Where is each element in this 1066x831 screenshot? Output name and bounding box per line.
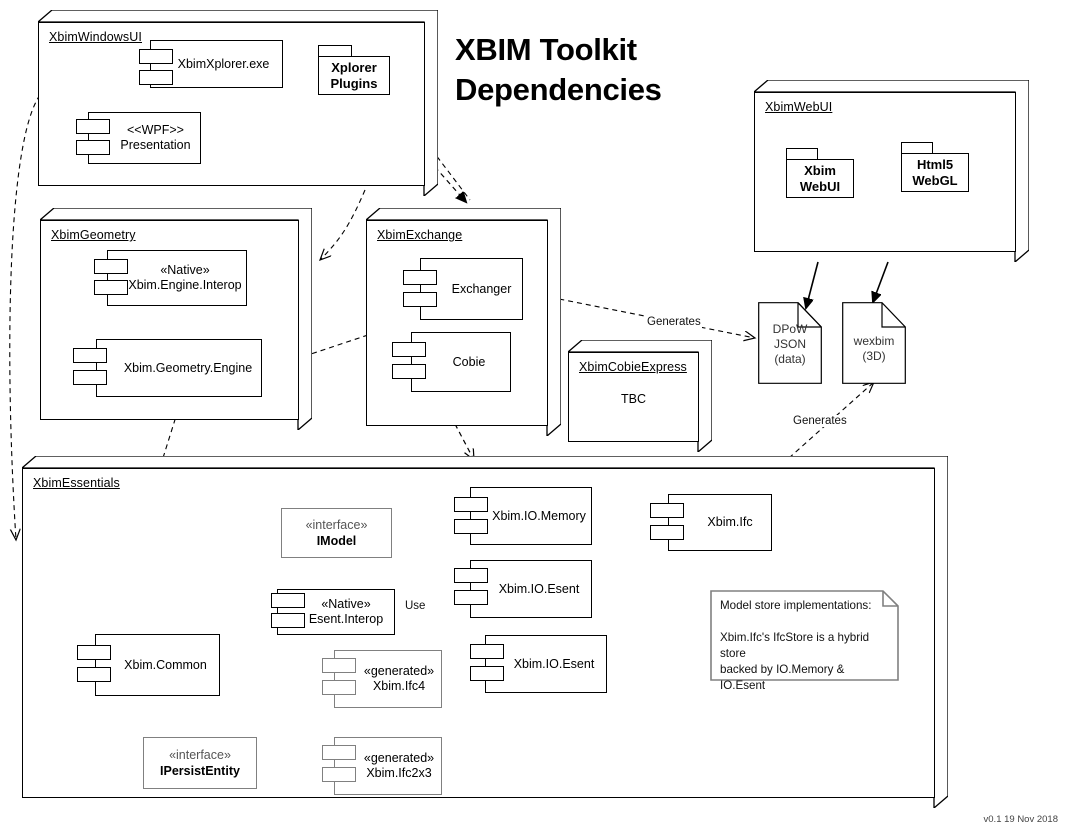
component-plug-icon	[454, 568, 488, 583]
component-label-io-esent: Xbim.IO.Esent	[498, 581, 580, 596]
component-plug-icon	[94, 259, 128, 274]
folder-label-line1: Xbim	[804, 162, 836, 178]
document-wexbim[interactable]: wexbim (3D)	[842, 302, 906, 384]
document-shape	[758, 302, 822, 384]
component-label-xbim-ifc: Xbim.Ifc	[707, 515, 753, 529]
interface-imodel[interactable]: «interface» IModel	[281, 508, 392, 558]
document-label-line1: wexbim	[853, 334, 895, 348]
component-xbim-engine-interop[interactable]: «Native» Xbim.Engine.Interop	[107, 250, 247, 306]
package-label-xbimgeometry: XbimGeometry	[51, 228, 136, 242]
component-plug-icon	[403, 292, 437, 307]
component-xbim-io-memory[interactable]: Xbim.IO.Memory	[470, 487, 592, 545]
component-label-xbim-common: Xbim.Common	[124, 657, 207, 672]
interface-name-ipersistentity: IPersistEntity	[160, 764, 240, 778]
cobieexpress-placeholder-text: TBC	[621, 392, 646, 406]
folder-label-line2: WebGL	[912, 172, 958, 188]
package-label-xbimcobieexpress: XbimCobieExpress	[579, 360, 687, 374]
component-plug-icon	[392, 342, 426, 357]
component-plug-icon	[322, 658, 356, 673]
component-cobie[interactable]: Cobie	[411, 332, 511, 392]
edge-label-generates-wexbim: Generates	[792, 415, 848, 427]
folder-label-line1: Html5	[916, 156, 954, 172]
interface-stereotype: «interface»	[305, 518, 368, 532]
component-plug-icon	[76, 119, 110, 134]
component-xbim-io-esent[interactable]: Xbim.IO.Esent	[470, 560, 592, 618]
folder-label-line1: Xplorer	[331, 59, 377, 75]
interface-stereotype: «interface»	[169, 748, 231, 762]
component-label-exchanger: Exchanger	[451, 281, 512, 296]
title-line-1: XBIM Toolkit	[455, 32, 637, 67]
component-plug-icon	[73, 370, 107, 385]
component-plug-icon	[322, 680, 356, 695]
document-label-line1: DPoW	[772, 322, 808, 336]
component-plug-icon	[392, 364, 426, 379]
component-xbim-geometry-engine[interactable]: Xbim.Geometry.Engine	[96, 339, 262, 397]
component-plug-icon	[470, 644, 504, 659]
component-label-ifc4: Xbim.Ifc4	[372, 679, 426, 693]
folder-label-line2: Plugins	[330, 75, 378, 91]
component-plug-icon	[650, 503, 684, 518]
component-plug-icon	[454, 497, 488, 512]
component-label-geometry-engine: Xbim.Geometry.Engine	[123, 360, 253, 375]
component-plug-icon	[77, 667, 111, 682]
folder-body: Html5 WebGL	[901, 153, 969, 192]
package-label-xbimexchange: XbimExchange	[377, 228, 463, 242]
document-label-line3: (data)	[774, 352, 806, 366]
component-label-cobie: Cobie	[452, 354, 486, 369]
version-stamp: v0.1 19 Nov 2018	[983, 814, 1058, 825]
component-label-engine-interop: Xbim.Engine.Interop	[128, 278, 242, 292]
component-plug-icon	[271, 593, 305, 608]
package-xbimexchange[interactable]: XbimExchange	[366, 220, 548, 426]
package-label-xbimwebui: XbimWebUI	[765, 100, 833, 114]
note-text: Model store implementations: Xbim.Ifc's …	[720, 599, 872, 692]
component-stereotype-native: «Native»	[160, 263, 210, 277]
component-xbim-common[interactable]: Xbim.Common	[95, 634, 220, 696]
component-plug-icon	[139, 70, 173, 85]
diagram-title: XBIM Toolkit Dependencies	[455, 30, 745, 110]
folder-xbim-webui[interactable]: Xbim WebUI	[786, 148, 854, 198]
title-line-2: Dependencies	[455, 72, 662, 107]
component-plug-icon	[454, 590, 488, 605]
component-label-xbimxplorer: XbimXplorer.exe	[177, 56, 270, 71]
component-plug-icon	[73, 348, 107, 363]
component-plug-icon	[403, 270, 437, 285]
folder-body: Xbim WebUI	[786, 159, 854, 198]
package-label-xbimessentials: XbimEssentials	[33, 476, 120, 490]
note-model-store: Model store implementations: Xbim.Ifc's …	[710, 590, 899, 692]
edge-label-use: Use	[404, 600, 427, 612]
component-plug-icon	[322, 767, 356, 782]
component-plug-icon	[94, 280, 128, 295]
component-label-io-memory: Xbim.IO.Memory	[492, 508, 586, 523]
interface-ipersistentity[interactable]: «interface» IPersistEntity	[143, 737, 257, 789]
document-label-line2: JSON	[773, 337, 806, 351]
component-plug-icon	[470, 666, 504, 681]
folder-html5-webgl[interactable]: Html5 WebGL	[901, 142, 969, 192]
component-plug-icon	[650, 525, 684, 540]
component-plug-icon	[271, 613, 305, 628]
document-label-line2: (3D)	[862, 349, 886, 363]
component-plug-icon	[76, 140, 110, 155]
folder-xplorer-plugins[interactable]: Xplorer Plugins	[318, 45, 390, 95]
component-exchanger[interactable]: Exchanger	[420, 258, 523, 320]
edge-label-generates-dpow: Generates	[646, 316, 702, 328]
component-plug-icon	[322, 745, 356, 760]
component-stereotype-native: «Native»	[321, 597, 371, 611]
component-plug-icon	[454, 519, 488, 534]
component-label-io-esent-store: Xbim.IO.Esent	[513, 656, 595, 671]
component-stereotype-wpf: <<WPF>>	[127, 123, 184, 137]
component-plug-icon	[77, 645, 111, 660]
interface-name-imodel: IModel	[316, 534, 357, 548]
folder-label-line2: WebUI	[799, 178, 841, 194]
package-label-xbimwindowsui: XbimWindowsUI	[49, 30, 142, 44]
document-dpow-json[interactable]: DPoW JSON (data)	[758, 302, 822, 384]
folder-body: Xplorer Plugins	[318, 56, 390, 95]
component-plug-icon	[139, 49, 173, 64]
